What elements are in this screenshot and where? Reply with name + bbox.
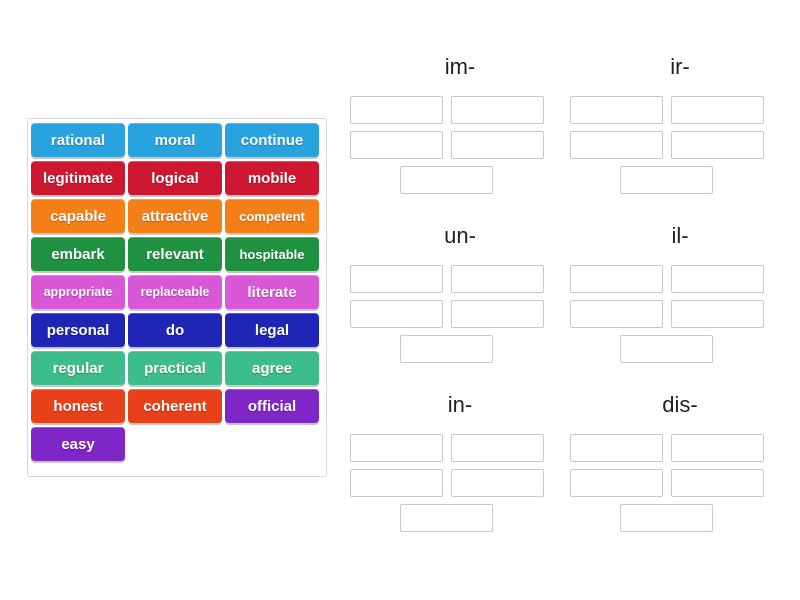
drop-slot-list	[570, 265, 764, 363]
drop-slot[interactable]	[400, 335, 493, 363]
drop-slot[interactable]	[350, 300, 443, 328]
prefix-group: un-	[350, 209, 570, 378]
drop-slot[interactable]	[570, 300, 663, 328]
word-tile[interactable]: agree	[225, 351, 319, 385]
drop-slot[interactable]	[570, 131, 663, 159]
word-tile[interactable]: regular	[31, 351, 125, 385]
word-tile[interactable]: mobile	[225, 161, 319, 195]
word-tile[interactable]: competent	[225, 199, 319, 233]
word-tile[interactable]: moral	[128, 123, 222, 157]
drop-slot[interactable]	[350, 469, 443, 497]
drop-slot-list	[570, 434, 764, 532]
drop-slot[interactable]	[570, 469, 663, 497]
word-tile[interactable]: logical	[128, 161, 222, 195]
prefix-group-title: in-	[447, 392, 473, 417]
word-tile[interactable]: practical	[128, 351, 222, 385]
word-tile[interactable]: rational	[31, 123, 125, 157]
drop-slot[interactable]	[451, 265, 544, 293]
word-tile[interactable]: official	[225, 389, 319, 423]
word-tile[interactable]: honest	[31, 389, 125, 423]
prefix-group-title: ir-	[670, 54, 690, 79]
prefix-group: im-	[350, 40, 570, 209]
word-tile[interactable]: relevant	[128, 237, 222, 271]
prefix-group: dis-	[570, 378, 790, 547]
drop-slot[interactable]	[620, 504, 713, 532]
prefix-group: ir-	[570, 40, 790, 209]
word-tile[interactable]: easy	[31, 427, 125, 461]
drop-slot[interactable]	[451, 131, 544, 159]
drop-slot[interactable]	[570, 265, 663, 293]
drop-slot[interactable]	[350, 131, 443, 159]
prefix-group: il-	[570, 209, 790, 378]
prefix-group-title: dis-	[662, 392, 698, 417]
word-tile[interactable]: embark	[31, 237, 125, 271]
drop-slot-list	[350, 96, 544, 194]
drop-slot-list	[350, 265, 544, 363]
prefix-group-title: un-	[444, 223, 476, 248]
word-tile[interactable]: appropriate	[31, 275, 125, 309]
word-tile[interactable]: legal	[225, 313, 319, 347]
drop-slot[interactable]	[451, 96, 544, 124]
drop-slot[interactable]	[451, 434, 544, 462]
drop-slot-list	[350, 434, 544, 532]
drop-slot[interactable]	[671, 469, 764, 497]
drop-slot[interactable]	[400, 504, 493, 532]
drop-slot-list	[570, 96, 764, 194]
word-tile[interactable]: attractive	[128, 199, 222, 233]
word-tile[interactable]: legitimate	[31, 161, 125, 195]
drop-slot[interactable]	[671, 96, 764, 124]
drop-slot[interactable]	[400, 166, 493, 194]
word-tile[interactable]: continue	[225, 123, 319, 157]
drop-slot[interactable]	[671, 434, 764, 462]
word-tile[interactable]: personal	[31, 313, 125, 347]
drop-slot[interactable]	[671, 131, 764, 159]
word-tile[interactable]: capable	[31, 199, 125, 233]
word-tile[interactable]: do	[128, 313, 222, 347]
word-tile[interactable]: literate	[225, 275, 319, 309]
drop-slot[interactable]	[350, 434, 443, 462]
group-sort-columns: im-ir-un-il-in-dis-	[350, 40, 780, 560]
prefix-group-title: il-	[671, 223, 689, 248]
drop-slot[interactable]	[570, 434, 663, 462]
word-tile[interactable]: coherent	[128, 389, 222, 423]
drop-slot[interactable]	[671, 300, 764, 328]
drop-slot[interactable]	[350, 265, 443, 293]
drop-slot[interactable]	[350, 96, 443, 124]
word-tile[interactable]: hospitable	[225, 237, 319, 271]
drop-slot[interactable]	[620, 166, 713, 194]
drop-slot[interactable]	[570, 96, 663, 124]
drop-slot[interactable]	[451, 300, 544, 328]
prefix-group-title: im-	[444, 54, 476, 79]
drop-slot[interactable]	[451, 469, 544, 497]
drop-slot[interactable]	[671, 265, 764, 293]
drop-slot[interactable]	[620, 335, 713, 363]
word-tile[interactable]: replaceable	[128, 275, 222, 309]
prefix-group: in-	[350, 378, 570, 547]
